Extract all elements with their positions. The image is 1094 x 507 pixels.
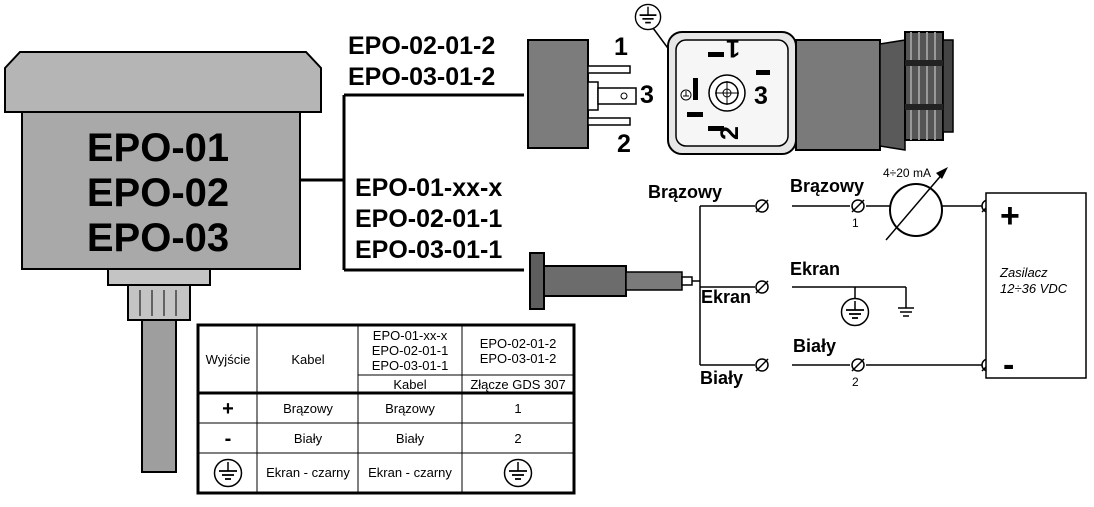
cable-model-1: EPO-01-xx-x [355,174,502,202]
ground-icon-socket [634,3,662,31]
label-mid-screen: Ekran [790,259,840,279]
device-label-1: EPO-01 [87,126,229,170]
table-subheader-cable: Kabel [393,377,426,392]
table-header-output: Wyjście [206,352,251,367]
ammeter-icon [885,167,948,241]
terminal-2 [851,358,865,372]
ground-icon-table-output [213,458,243,488]
label-left-brown: Brązowy [648,182,722,202]
table-row-1-cable2: Brązowy [385,401,435,416]
table-row-2-cable: Biały [294,431,323,446]
table-row-2-cable2: Biały [396,431,425,446]
meter-label: 4÷20 mA [883,166,931,180]
cable-gland [529,252,693,310]
table-header-conn-model-1: EPO-02-01-2 [480,336,557,351]
terminal-left-brown [755,199,769,213]
table-subheader-conn: Złącze GDS 307 [470,377,565,392]
table-row-1-conn: 1 [514,401,521,416]
psu-plus-sign: + [1000,197,1020,235]
terminal-left-screen [755,280,769,294]
label-left-screen: Ekran [701,287,751,307]
connector-model-2: EPO-03-01-2 [348,63,495,91]
table-row-1-output: + [222,398,234,420]
cable-model-2: EPO-02-01-1 [355,205,502,233]
socket-mark-3: 3 [754,82,768,110]
table-row-3-cable: Ekran - czarny [266,465,350,480]
socket-front [667,31,954,155]
table-header-cable: Kabel [291,352,324,367]
table-row-2-conn: 2 [514,431,521,446]
pin-label-1: 1 [614,33,628,61]
terminal-1 [851,199,865,213]
psu-minus-sign: - [1003,346,1014,384]
psu-label-2: 12÷36 VDC [1000,281,1068,296]
plug-side [527,39,637,149]
terminal-2-label: 2 [852,375,859,389]
label-left-white: Biały [700,368,743,388]
ground-icon-screen [840,297,870,327]
power-supply-box [985,192,1087,379]
label-mid-white: Biały [793,336,836,356]
device-label-3: EPO-03 [87,216,229,260]
label-mid-brown: Brązowy [790,176,864,196]
table-header-cable-model-1: EPO-01-xx-x [373,328,448,343]
socket-mark-1: 1 [726,34,740,62]
pin-label-3: 3 [640,81,654,109]
socket-mark-2: 2 [716,126,744,140]
table-row-3-cable2: Ekran - czarny [368,465,452,480]
table-row-1-cable: Brązowy [283,401,333,416]
pin-label-2: 2 [617,130,631,158]
device-label-2: EPO-02 [87,171,229,215]
cable-model-3: EPO-03-01-1 [355,236,502,264]
cable-branches [300,93,524,272]
table-row-2-output: - [225,428,232,450]
psu-label-1: Zasilacz [999,265,1048,280]
table-header-conn-model-2: EPO-03-01-2 [480,351,557,366]
terminal-left-white [755,358,769,372]
terminal-1-label: 1 [852,216,859,230]
ground-icon-table-conn [503,458,533,488]
wires-middle [792,205,982,366]
wires-left [692,205,755,366]
table-header-cable-model-2: EPO-02-01-1 [372,343,449,358]
connector-model-1: EPO-02-01-2 [348,32,495,60]
table-header-cable-model-3: EPO-03-01-1 [372,358,449,373]
sensor-head [4,51,322,473]
